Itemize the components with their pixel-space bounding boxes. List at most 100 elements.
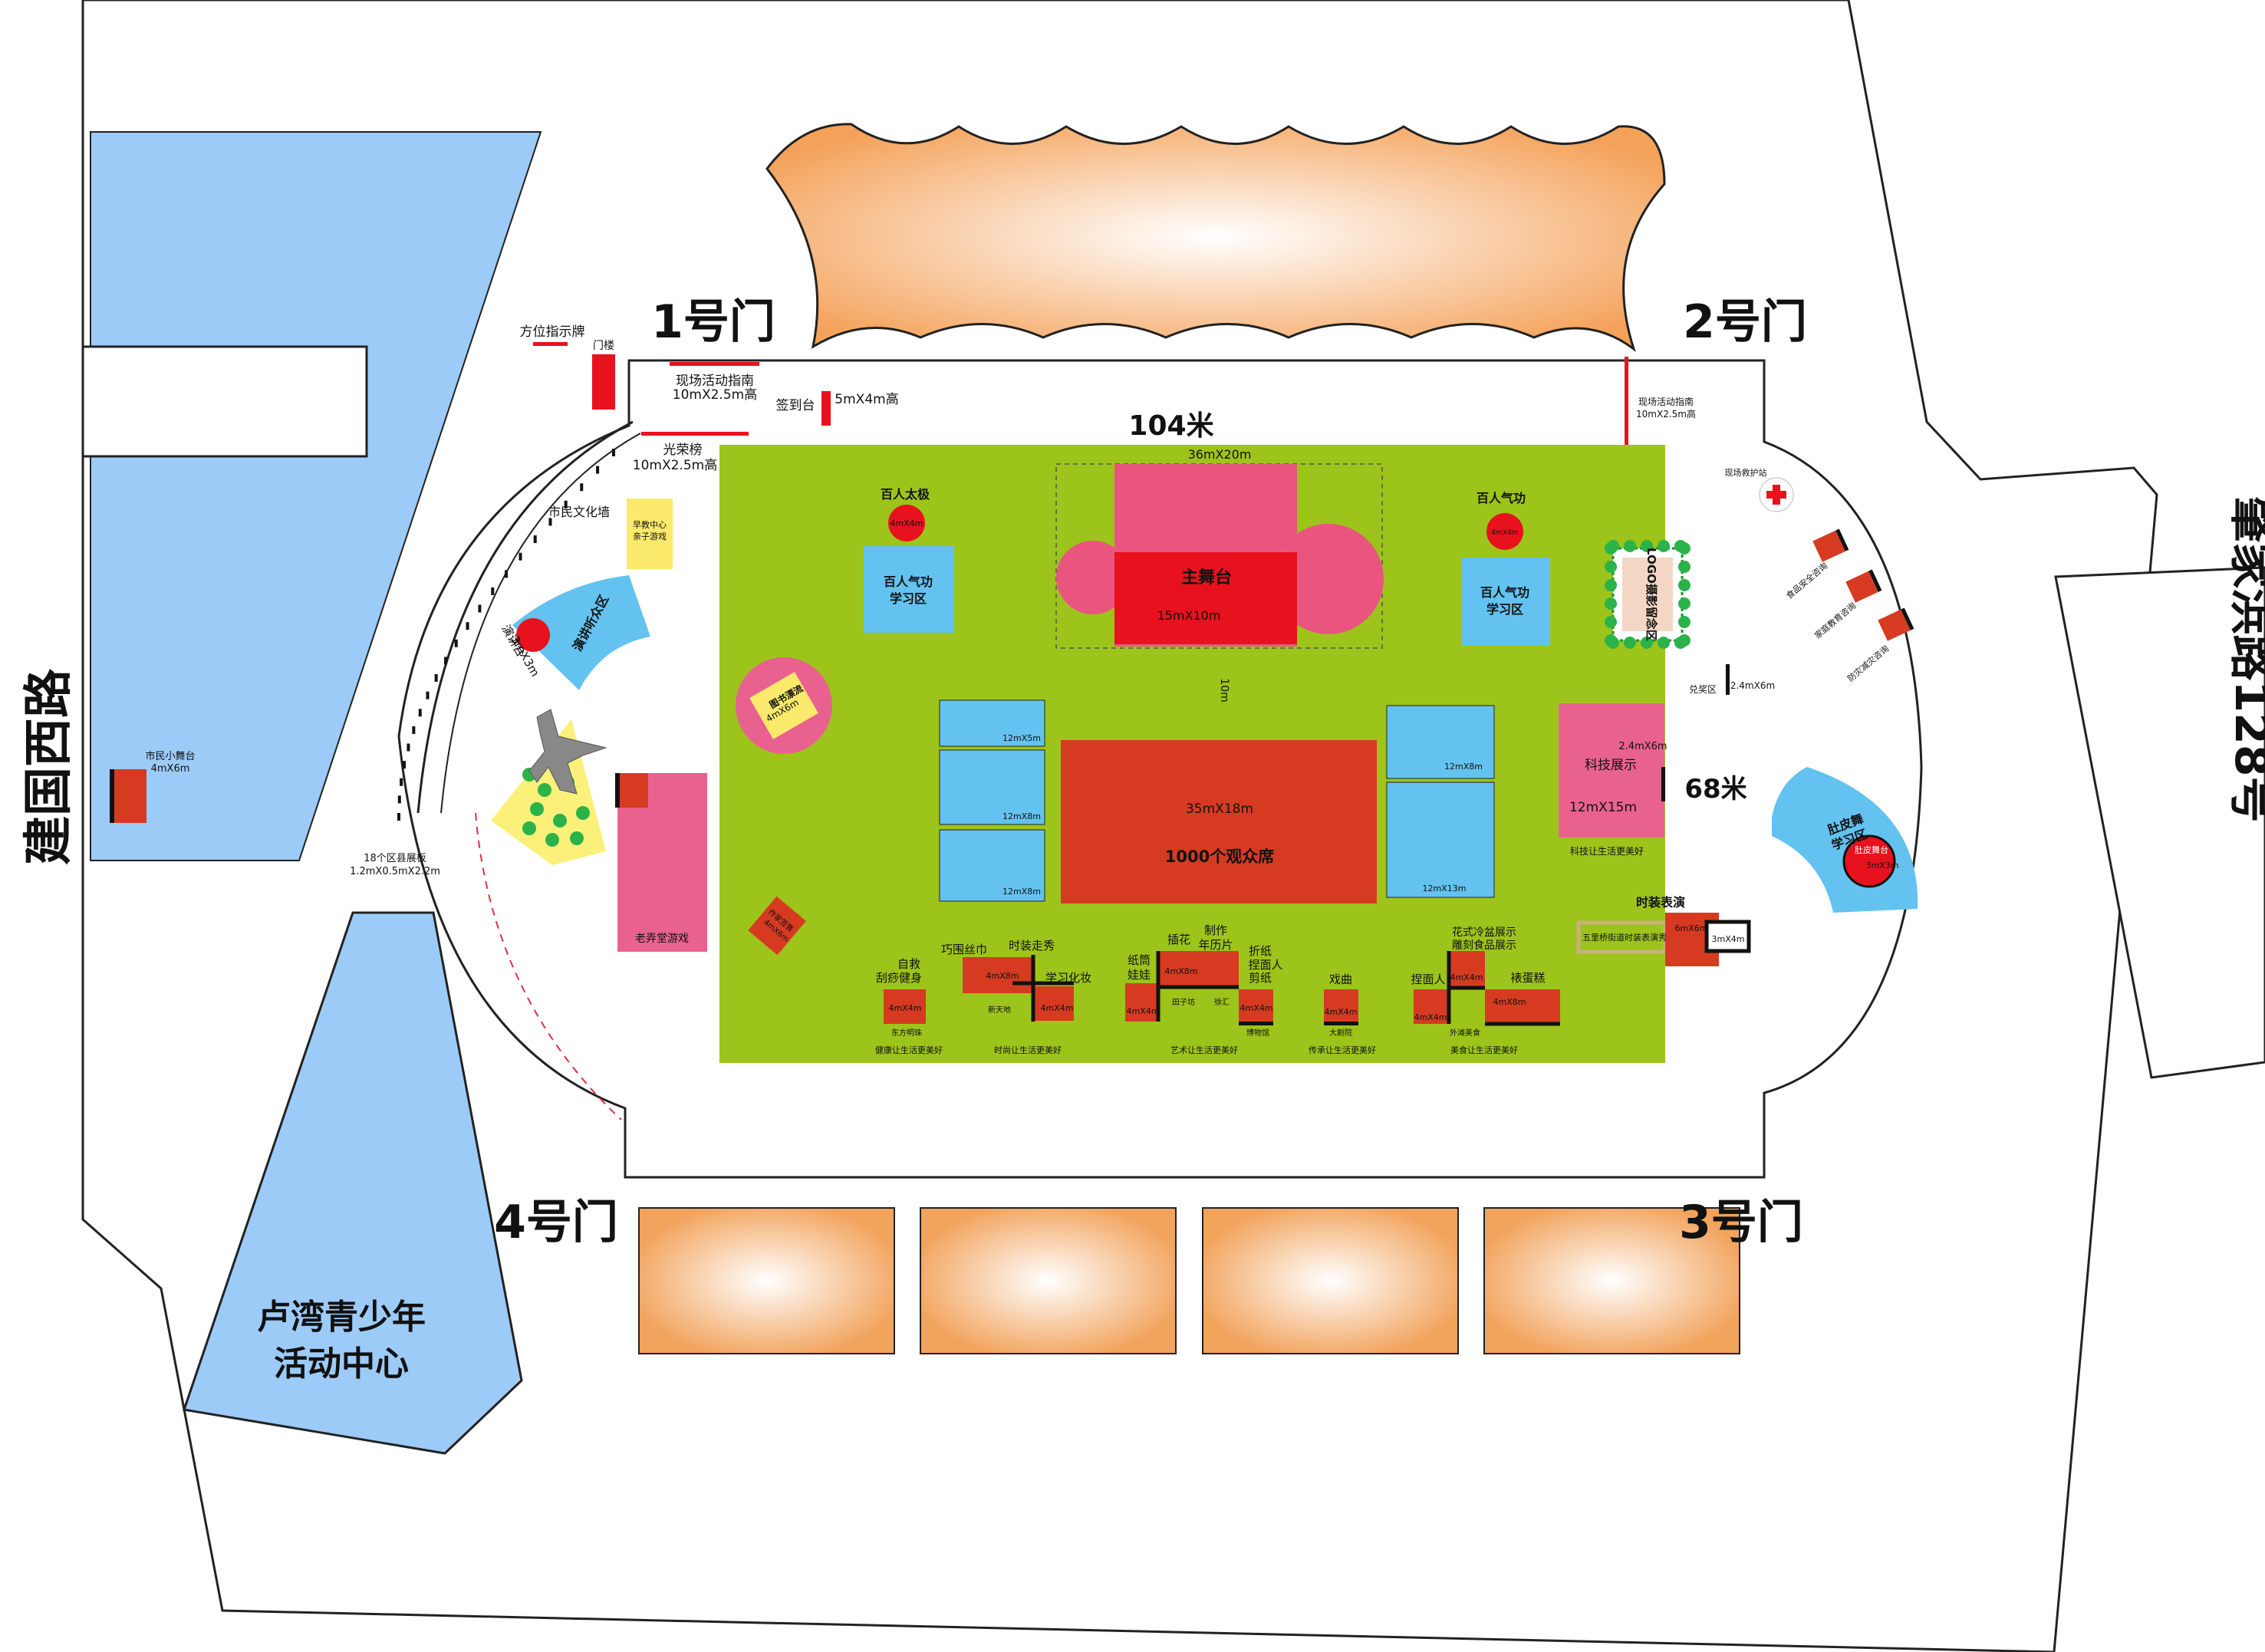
health-line2: 刮痧健身 [876, 971, 922, 985]
hedge-shrub [1678, 597, 1691, 610]
hedge-shrub [1607, 637, 1619, 649]
hedge-shrub [1624, 540, 1636, 552]
makeup-size: 4mX4m [1041, 1003, 1074, 1013]
hedge-shrub [1607, 540, 1619, 552]
scarf-size: 4mX8m [986, 971, 1019, 981]
dough-label: 捏面人 [1411, 972, 1445, 986]
hedge-shrub [1674, 540, 1687, 552]
fire-safety-booth [1878, 609, 1911, 641]
doll-size: 4mX4m [1127, 1006, 1160, 1016]
west-channel [90, 131, 542, 861]
cake-label: 裱蛋糕 [1510, 971, 1545, 985]
gate-3: 3号门 [1679, 1196, 1803, 1249]
scarf-label: 巧围丝巾 [941, 943, 987, 956]
hedge-shrub [1678, 579, 1691, 591]
opera-sub: 大剧院 [1329, 1028, 1352, 1038]
opera-caption: 传承让生活更美好 [1309, 1045, 1376, 1055]
honor-board [641, 432, 749, 436]
stage-wing-right [1273, 524, 1384, 634]
cold-size: 4mX4m [1450, 972, 1483, 982]
fashion-title: 时装表演 [1636, 895, 1685, 910]
sub-xuhui: 徐汇 [1214, 997, 1230, 1007]
opera-label: 戏曲 [1329, 972, 1352, 986]
audience-size: 35mX18m [1186, 801, 1253, 817]
audience-seating [1061, 740, 1377, 903]
gate-4: 4号门 [494, 1196, 618, 1249]
paper-line2: 捏面人 [1248, 958, 1282, 972]
east-building [2054, 566, 2265, 1079]
tech-sub-size: 2.4mX6m [1618, 741, 1667, 752]
taiji-size: 4mX4m [891, 518, 923, 528]
fashion-size-2: 3mX4m [1712, 934, 1745, 944]
fashion-walk-divider [1012, 955, 1074, 1022]
gate-2: 2号门 [1683, 295, 1807, 349]
dancer-figure [528, 709, 607, 795]
bottom-awning-2 [920, 1207, 1177, 1354]
scarf-sub: 新天地 [988, 1005, 1011, 1015]
calendar-line1: 制作 [1204, 923, 1227, 937]
early-edu-line1: 早教中心 [633, 520, 667, 530]
signin-label: 签到台 [776, 398, 815, 413]
fan-dot [576, 806, 590, 820]
seat-block-right-1 [1386, 705, 1495, 779]
opera-booth-edge [1324, 1022, 1358, 1025]
sub-tianzifang: 田子坊 [1172, 997, 1195, 1007]
walkway-curve [416, 420, 634, 814]
qigong-area-line2: 学习区 [1486, 602, 1523, 617]
paper-line1: 折纸 [1249, 944, 1272, 958]
guide-label-2: 10mX2.5m高 [673, 387, 757, 403]
west-building [81, 345, 368, 458]
board-ticks [397, 449, 615, 821]
health-line1: 自救 [897, 957, 920, 971]
hedge-shrub [1658, 637, 1670, 649]
seat-block-left-2 [939, 749, 1045, 825]
stage-wing-left [1056, 541, 1130, 614]
health-sub: 东方明珠 [891, 1028, 922, 1038]
main-stage-size: 15mX10m [1157, 608, 1221, 623]
first-aid-icon [1766, 485, 1786, 505]
fan-dot [522, 821, 536, 835]
book-exchange-board [747, 670, 821, 742]
honor-label-2: 10mX2.5m高 [633, 458, 717, 473]
youth-center [183, 911, 523, 1455]
prize-booth-marker [1726, 664, 1730, 695]
calendar-line2: 年历片 [1198, 938, 1233, 952]
small-stage-size: 4mX6m [151, 763, 190, 775]
direction-sign-label: 方位指示牌 [520, 324, 585, 340]
hedge-shrub [1605, 616, 1617, 628]
paper-booth [1239, 989, 1273, 1024]
hedge-shrub [1605, 579, 1617, 591]
speech-podium [516, 618, 550, 652]
small-stage-edge [110, 769, 114, 823]
fashion-box [1704, 920, 1751, 953]
taiji-marker [888, 505, 925, 541]
fan-dot [530, 802, 544, 816]
scarf-booth [963, 957, 1033, 993]
gate-tower [592, 354, 615, 410]
seat-block-left-3 [939, 829, 1045, 902]
early-edu-board [627, 499, 673, 569]
flower-booth [1158, 951, 1239, 987]
paper-line3: 剪纸 [1249, 971, 1272, 985]
small-stage-label: 市民小舞台 [145, 750, 195, 762]
prize-size: 2.4mX6m [1730, 680, 1775, 691]
hedge-shrub [1641, 540, 1653, 552]
opera-size: 4mX4m [1325, 1007, 1358, 1017]
gate-tower-label: 门楼 [593, 340, 614, 352]
early-edu-line2: 亲子游戏 [633, 531, 667, 541]
health-caption: 健康让生活更美好 [875, 1045, 943, 1055]
paper-size: 4mX4m [1240, 1003, 1273, 1013]
health-booth [884, 989, 926, 1024]
taiji-area-line1: 百人气功 [884, 574, 933, 589]
cake-booth [1485, 989, 1560, 1024]
culture-wall-label: 市民文化墙 [548, 505, 610, 519]
paper-booth-edge [1239, 1022, 1273, 1025]
cold-dish-booth [1449, 951, 1485, 988]
belly-stage-label: 肚皮舞台 [1855, 844, 1888, 855]
logo-label: LOGO摄影留念区 [1644, 548, 1658, 641]
taiji-title: 百人太极 [881, 487, 930, 502]
belly-size: 3mX3m [1866, 861, 1899, 870]
art-divider [1156, 951, 1239, 1022]
fan-dot [545, 833, 559, 847]
